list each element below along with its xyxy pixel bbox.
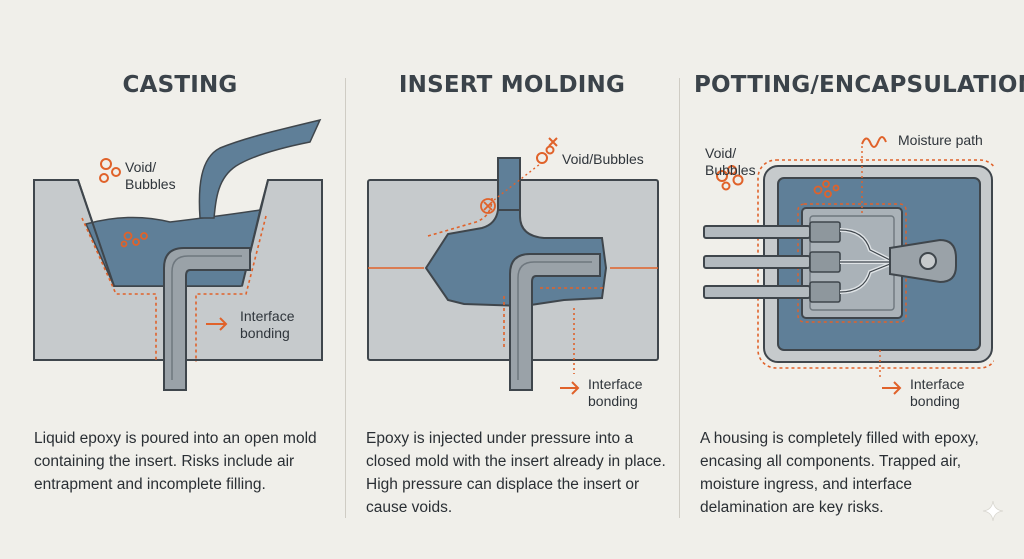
panel-divider-left xyxy=(345,78,346,518)
insert-molding-title: INSERT MOLDING xyxy=(398,72,626,98)
bubble-icon xyxy=(716,165,744,191)
bubble-icon xyxy=(99,158,121,183)
panel-divider-right xyxy=(679,78,680,518)
potting-moisture-label: Moisture path xyxy=(898,132,983,148)
insert-molding-diagram xyxy=(364,118,664,398)
casting-interface-label: Interface bonding xyxy=(240,308,295,341)
moisture-wave-icon xyxy=(861,136,887,148)
casting-interface-line xyxy=(81,217,157,362)
insert-molding-description: Epoxy is injected under pressure into a … xyxy=(366,430,666,516)
potting-description: A housing is completely filled with epox… xyxy=(700,430,979,516)
sparkle-icon xyxy=(982,500,1004,522)
bubble-icon xyxy=(120,231,148,248)
potting-interface-label: Interface bonding xyxy=(910,376,965,409)
arrow-right-icon xyxy=(206,317,228,331)
bubble-icon xyxy=(536,145,555,164)
casting-pour-stream xyxy=(198,118,322,219)
void-x-icon xyxy=(548,137,558,147)
casting-insert xyxy=(163,247,251,391)
potting-voids-label: Void/ Bubbles xyxy=(705,145,756,178)
bubble-icon xyxy=(813,180,840,198)
potting-wires xyxy=(703,225,811,299)
potting-diagram xyxy=(694,118,994,398)
casting-voids-label: Void/ Bubbles xyxy=(125,159,176,192)
insert-molding-voids-label: Void/Bubbles xyxy=(562,151,644,167)
insert-molding-sprue xyxy=(497,157,521,211)
insert-molding-insert xyxy=(509,253,601,391)
void-x-icon xyxy=(480,198,496,214)
potting-title: POTTING/ENCAPSULATION xyxy=(694,72,1024,98)
arrow-right-icon xyxy=(560,381,580,395)
insert-molding-interface-line xyxy=(427,197,493,237)
insert-molding-interface-label: Interface bonding xyxy=(588,376,643,409)
casting-description: Liquid epoxy is poured into an open mold… xyxy=(34,430,317,493)
casting-diagram xyxy=(30,118,330,398)
casting-title: CASTING xyxy=(122,72,238,98)
arrow-right-icon xyxy=(882,381,902,395)
